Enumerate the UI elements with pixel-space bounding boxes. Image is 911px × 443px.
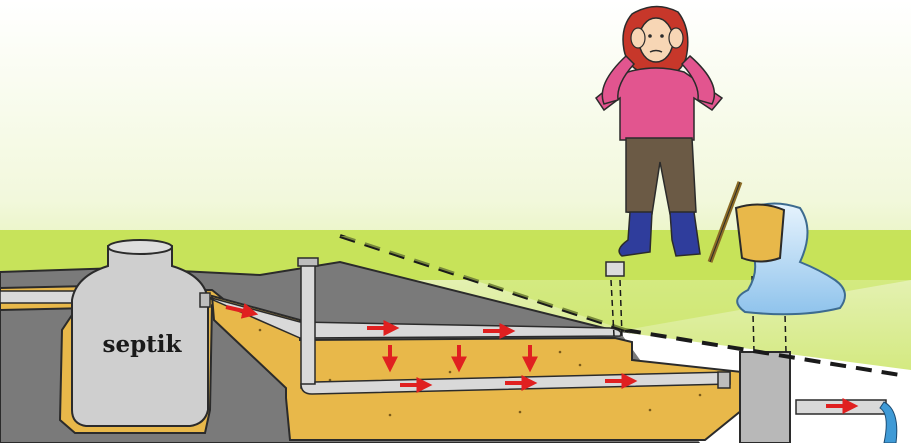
bucket-icon xyxy=(736,204,784,261)
surface-vent-cap xyxy=(606,262,624,276)
outlet-coupling xyxy=(200,293,210,307)
septic-tank-label: septik xyxy=(103,331,183,358)
distribution-chamber xyxy=(740,352,790,443)
lower-pipe-coupling xyxy=(718,372,730,388)
vent-cap-left xyxy=(298,258,318,266)
vent-pipe-left xyxy=(301,263,315,388)
